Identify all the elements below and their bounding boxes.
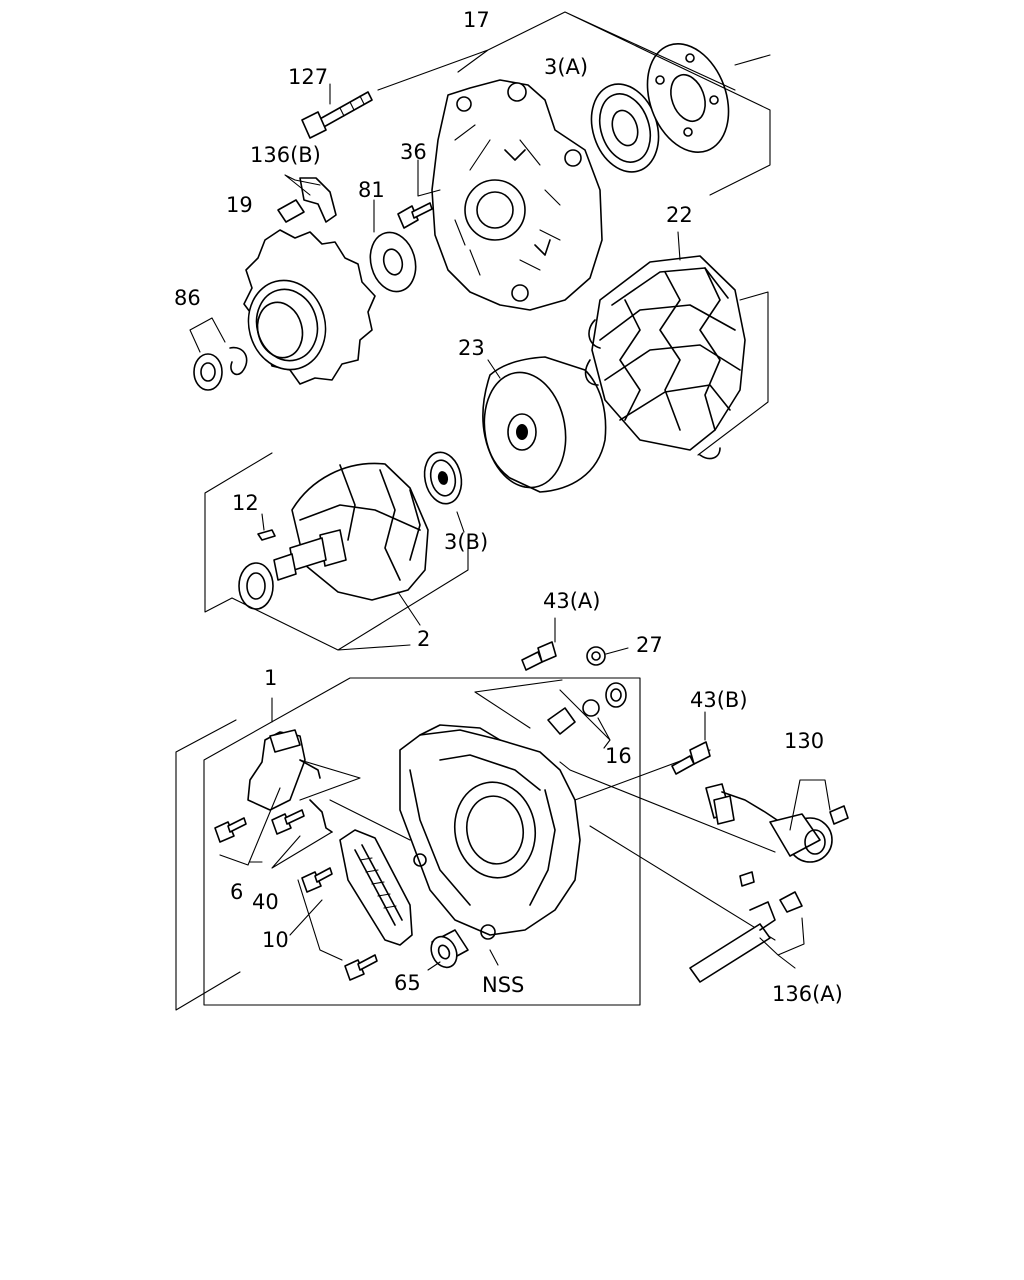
nut-86 bbox=[193, 346, 248, 391]
fan-19 bbox=[243, 229, 376, 385]
callout-81: 81 bbox=[358, 178, 385, 202]
callout-1: 1 bbox=[264, 666, 277, 690]
callout-27: 27 bbox=[636, 633, 663, 657]
terminal-16 bbox=[547, 682, 627, 735]
callout-130: 130 bbox=[784, 729, 824, 753]
screw-36 bbox=[397, 202, 433, 229]
callout-86: 86 bbox=[174, 286, 201, 310]
callout-22: 22 bbox=[666, 203, 693, 227]
rear-bracket bbox=[399, 724, 581, 940]
callout-12: 12 bbox=[232, 491, 259, 515]
rectifier-10 bbox=[339, 829, 413, 946]
strap-136a bbox=[689, 891, 803, 983]
retainer-plate bbox=[646, 42, 730, 154]
callout-3a: 3(A) bbox=[544, 55, 588, 79]
rotor-23 bbox=[482, 356, 607, 493]
through-bolt-127 bbox=[301, 91, 373, 139]
bolt-43a bbox=[521, 641, 557, 671]
nut-27 bbox=[586, 646, 606, 666]
callout-136a: 136(A) bbox=[772, 982, 843, 1006]
screw-40 bbox=[271, 799, 333, 835]
callout-17: 17 bbox=[463, 8, 490, 32]
callout-10: 10 bbox=[262, 928, 289, 952]
front-bearing-3a bbox=[590, 83, 660, 173]
callout-136b: 136(B) bbox=[250, 143, 321, 167]
callout-6: 6 bbox=[230, 880, 243, 904]
callout-40: 40 bbox=[252, 890, 279, 914]
screw-6 bbox=[214, 817, 247, 843]
rotor-shaft-2 bbox=[273, 462, 429, 601]
terminal-136b bbox=[277, 177, 337, 223]
callout-23: 23 bbox=[458, 336, 485, 360]
callout-43a: 43(A) bbox=[543, 589, 600, 613]
front-bracket-17 bbox=[431, 79, 603, 311]
stator-22 bbox=[584, 255, 746, 460]
key-12 bbox=[257, 529, 276, 541]
callout-43b: 43(B) bbox=[690, 688, 748, 712]
spacer-81 bbox=[369, 231, 417, 293]
brush-holder-6 bbox=[247, 729, 321, 811]
collar bbox=[238, 562, 274, 610]
callout-3b: 3(B) bbox=[444, 530, 488, 554]
bushing-65 bbox=[430, 929, 469, 969]
callout-2: 2 bbox=[417, 627, 430, 651]
callout-16: 16 bbox=[605, 744, 632, 768]
regulator-130 bbox=[705, 783, 849, 887]
callout-19: 19 bbox=[226, 193, 253, 217]
screw-10b bbox=[344, 954, 378, 981]
callout-127: 127 bbox=[288, 65, 328, 89]
callout-36: 36 bbox=[400, 140, 427, 164]
screw-10a bbox=[301, 867, 333, 893]
callout-nss: NSS bbox=[482, 973, 524, 997]
bolt-43b bbox=[671, 741, 711, 775]
callout-65: 65 bbox=[394, 971, 421, 995]
bearing-3b bbox=[423, 451, 463, 505]
